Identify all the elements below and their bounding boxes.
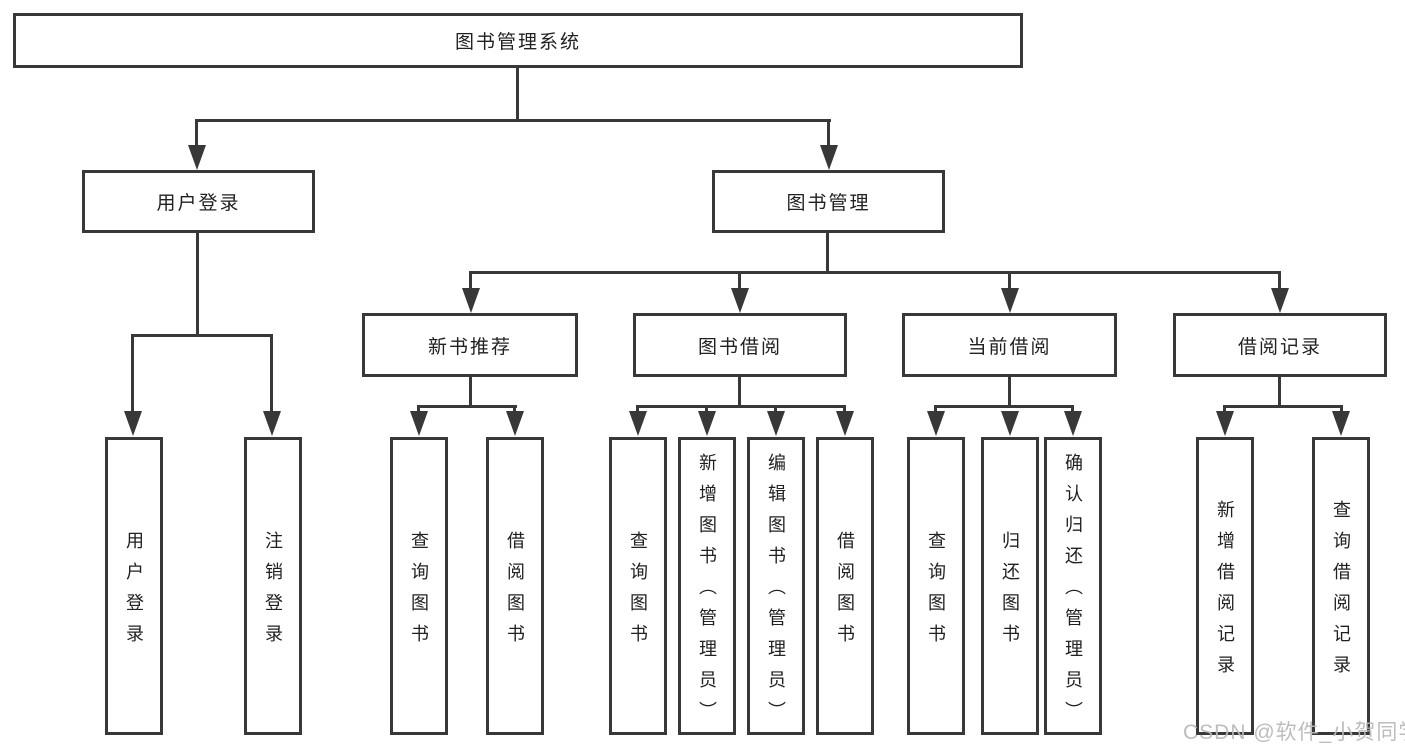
- leaf-logout: 注销登录: [244, 437, 302, 735]
- node-label: 新书推荐: [427, 336, 512, 358]
- leaf-label: 查询图书: [409, 530, 429, 655]
- arrowhead-down: [263, 411, 281, 436]
- arrowhead-down: [629, 411, 647, 436]
- node-label: 图书借阅: [697, 336, 782, 358]
- arrowhead-down: [410, 411, 428, 436]
- node-book-management: 图书管理: [712, 170, 945, 233]
- arrowhead-down: [1001, 288, 1019, 313]
- connector-stem: [1278, 377, 1281, 408]
- connector-drop: [827, 119, 830, 149]
- leaf-label: 新增借阅记录: [1215, 499, 1235, 686]
- arrowhead-down: [698, 411, 716, 436]
- leaf-label: 注销登录: [263, 530, 283, 655]
- node-user-login: 用户登录: [82, 170, 315, 233]
- arrowhead-down: [1001, 411, 1019, 436]
- connector-root-bar: [196, 119, 831, 122]
- connector-root-stem: [516, 68, 519, 122]
- arrowhead-down: [1271, 288, 1289, 313]
- connector-drop: [195, 119, 198, 149]
- connector-bar: [934, 405, 1074, 408]
- leaf-query-borrow-record: 查询借阅记录: [1312, 437, 1370, 735]
- arrowhead-down: [836, 411, 854, 436]
- node-label: 图书管理: [786, 193, 871, 214]
- leaf-return-book: 归还图书: [981, 437, 1039, 735]
- arrowhead-down: [188, 145, 206, 170]
- node-new-book-recommend: 新书推荐: [362, 313, 578, 377]
- leaf-add-book-admin: 新增图书（管理员）: [678, 437, 736, 735]
- connector-drop: [513, 405, 516, 414]
- leaf-label: 查询图书: [926, 530, 946, 655]
- node-borrow-records: 借阅记录: [1173, 313, 1387, 377]
- connector-drop: [1071, 405, 1074, 414]
- node-label: 图书管理系统: [454, 32, 581, 53]
- arrowhead-down: [927, 411, 945, 436]
- connector-drop: [1223, 405, 1226, 414]
- leaf-confirm-return-admin: 确认归还（管理员）: [1044, 437, 1102, 735]
- connector-drop: [131, 334, 134, 412]
- leaf-label: 借阅图书: [505, 530, 525, 655]
- leaf-query-books-borrow: 查询图书: [609, 437, 667, 735]
- arrowhead-down: [820, 145, 838, 170]
- connector-drop: [1340, 405, 1343, 414]
- node-label: 借阅记录: [1237, 336, 1322, 358]
- connector-drop: [1278, 271, 1281, 291]
- connector-stem: [738, 377, 741, 408]
- arrowhead-down: [1216, 411, 1234, 436]
- arrowhead-down: [1064, 411, 1082, 436]
- leaf-add-borrow-record: 新增借阅记录: [1196, 437, 1254, 735]
- leaf-label: 查询图书: [628, 530, 648, 655]
- leaf-borrow-books-recommend: 借阅图书: [486, 437, 544, 735]
- node-label: 当前借阅: [967, 336, 1052, 358]
- connector-stem: [469, 377, 472, 408]
- connector-stem: [1008, 377, 1011, 408]
- connector-bar: [417, 405, 517, 408]
- connector-bar: [636, 405, 846, 408]
- leaf-query-books-recommend: 查询图书: [390, 437, 448, 735]
- csdn-watermark: CSDN @软件_小贺同学: [1183, 721, 1405, 744]
- arrowhead-down: [124, 411, 142, 436]
- leaf-query-books-current: 查询图书: [907, 437, 965, 735]
- leaf-user-login: 用户登录: [105, 437, 163, 735]
- connector-drop: [934, 405, 937, 414]
- leaf-label: 借阅图书: [835, 530, 855, 655]
- node-book-borrow: 图书借阅: [633, 313, 847, 377]
- connector-bar: [469, 271, 1281, 274]
- connector-bar: [1223, 405, 1343, 408]
- arrowhead-down: [462, 288, 480, 313]
- node-root: 图书管理系统: [13, 13, 1023, 68]
- connector-drop: [417, 405, 420, 414]
- connector-drop: [843, 405, 846, 414]
- connector-drop: [774, 405, 777, 414]
- connector-bar: [131, 334, 273, 337]
- connector-drop: [469, 271, 472, 291]
- connector-drop: [705, 405, 708, 414]
- leaf-label: 编辑图书（管理员）: [766, 453, 786, 732]
- arrowhead-down: [767, 411, 785, 436]
- connector-stem: [826, 233, 829, 273]
- leaf-borrow-books: 借阅图书: [816, 437, 874, 735]
- arrowhead-down: [506, 411, 524, 436]
- leaf-label: 用户登录: [124, 530, 144, 655]
- arrowhead-down: [1332, 411, 1350, 436]
- connector-drop: [738, 271, 741, 291]
- leaf-label: 确认归还（管理员）: [1063, 453, 1083, 732]
- node-label: 用户登录: [156, 193, 241, 214]
- node-current-borrow: 当前借阅: [902, 313, 1117, 377]
- leaf-label: 查询借阅记录: [1331, 499, 1351, 686]
- leaf-label: 归还图书: [1000, 530, 1020, 655]
- leaf-label: 新增图书（管理员）: [697, 453, 717, 732]
- connector-drop: [1008, 271, 1011, 291]
- connector-stem: [196, 233, 199, 337]
- connector-drop: [270, 334, 273, 412]
- connector-drop: [636, 405, 639, 414]
- arrowhead-down: [731, 288, 749, 313]
- leaf-edit-book-admin: 编辑图书（管理员）: [747, 437, 805, 735]
